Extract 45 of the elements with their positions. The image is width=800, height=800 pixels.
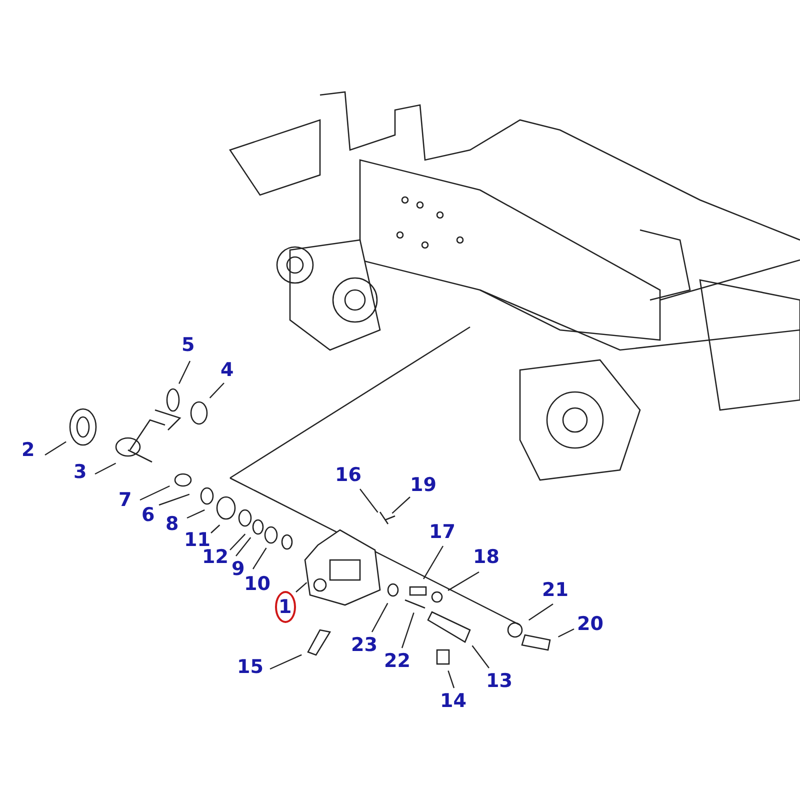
callout-number: 14 xyxy=(440,690,466,712)
leader-line xyxy=(392,496,410,514)
leader-line xyxy=(178,360,191,384)
leader-line xyxy=(448,571,480,591)
callout-number: 18 xyxy=(473,546,500,568)
callout-number: 5 xyxy=(182,334,195,356)
leader-line xyxy=(186,509,205,519)
callout-number: 2 xyxy=(22,439,35,461)
leader-line xyxy=(423,546,444,580)
leader-line xyxy=(558,628,574,638)
leader-line xyxy=(296,582,308,592)
leader-line xyxy=(210,524,220,534)
leader-line xyxy=(252,548,267,570)
callout-number: 10 xyxy=(244,573,270,595)
leader-line xyxy=(236,537,252,556)
leader-line xyxy=(158,494,190,506)
callout-number: 7 xyxy=(118,489,132,511)
leader-line xyxy=(448,670,455,688)
callout-number: 17 xyxy=(429,521,456,543)
leader-line xyxy=(270,654,302,670)
leader-line xyxy=(140,485,170,501)
callout-number: 21 xyxy=(542,579,568,601)
leader-line xyxy=(360,488,378,513)
callout-number: 20 xyxy=(577,613,604,635)
callout-number: 3 xyxy=(74,461,87,483)
callout-number: 4 xyxy=(220,359,234,381)
leader-line xyxy=(401,612,414,648)
callout-number: 22 xyxy=(384,650,410,672)
callout-number: 8 xyxy=(166,513,179,535)
callout-number: 12 xyxy=(202,546,228,568)
leader-line xyxy=(209,382,224,398)
leader-line xyxy=(44,441,66,456)
callout-number: 19 xyxy=(410,474,436,496)
leader-line xyxy=(94,462,116,475)
callout-number: 23 xyxy=(351,634,378,656)
circled-callout-number: 1 xyxy=(274,591,296,623)
leader-line xyxy=(472,645,490,668)
callout-number: 15 xyxy=(237,656,264,678)
callout-number: 13 xyxy=(486,670,512,692)
callout-number: 6 xyxy=(142,504,155,526)
callout-number: 9 xyxy=(232,558,245,580)
leader-line xyxy=(230,534,246,550)
leader-line xyxy=(528,604,554,621)
leader-line xyxy=(371,602,388,632)
callout-number: 16 xyxy=(335,464,362,486)
